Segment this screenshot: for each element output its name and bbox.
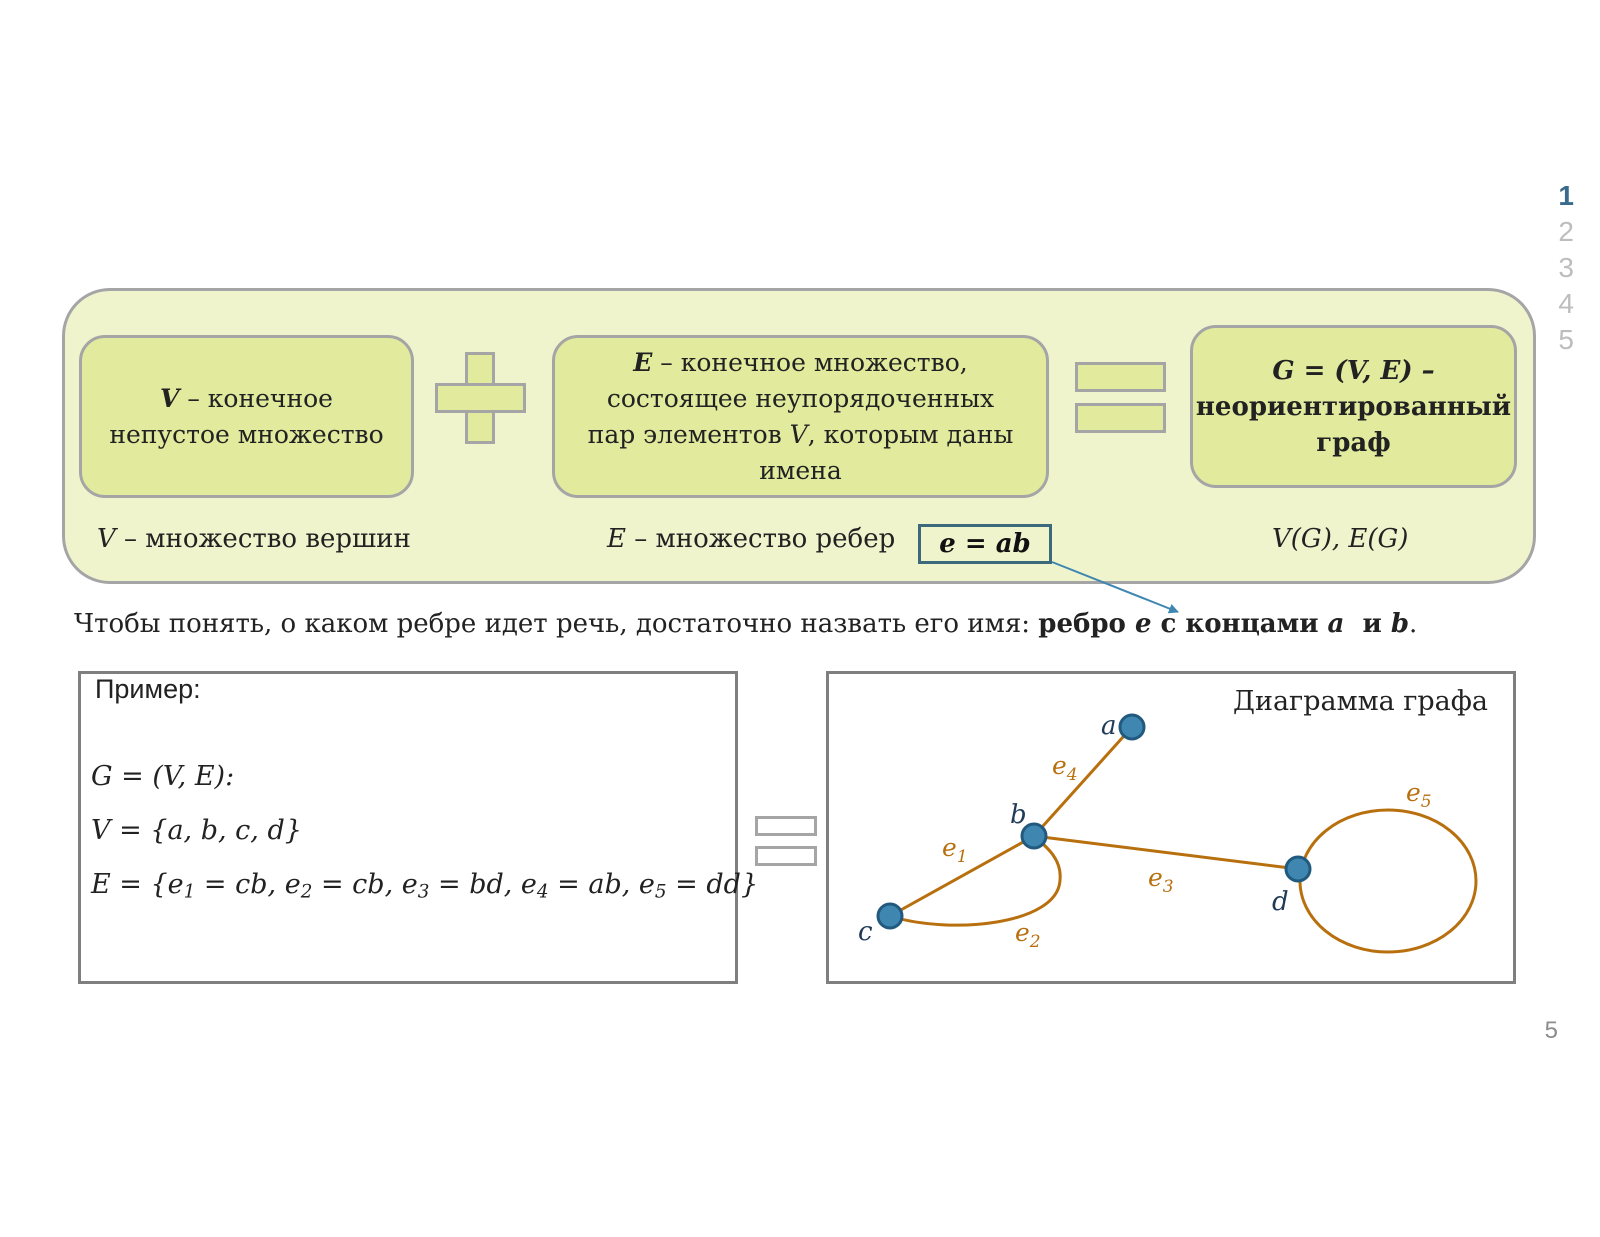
example-title: Пример: [95,674,201,704]
vertex-set-caption: V – множество вершин [97,524,411,554]
edge-label-e5-letter: e [1406,778,1421,807]
edge-label-e1: e1 [942,833,968,867]
equals-icon-lower-bottom-bar [755,846,817,866]
edge-label-e2-letter: e [1015,918,1030,947]
edge-label-e2-sub: 2 [1029,932,1041,952]
diagram-frame [826,671,1516,984]
edge-example-text: e = ab [939,529,1031,559]
vertex-c [876,902,904,930]
diagram-title: Диаграмма графа [1233,686,1489,717]
example-edge-part-3: = cb, e [312,869,418,900]
edge-label-e3-sub: 3 [1163,877,1174,897]
vertex-set-caption-symbol: V [97,524,116,554]
edge-name-sentence-bold-c: и [1344,609,1391,639]
example-frame [78,671,738,984]
slide-nav-item-1[interactable]: 1 [1558,180,1574,211]
page-number: 5 [1544,1017,1558,1044]
edge-e4 [1032,725,1134,838]
example-edge-part-5: = ab, e [548,869,655,900]
edge-set-text-a: – конечное множество, [652,347,968,377]
example-edge-sub-3: 3 [417,881,430,903]
edge-label-e3-letter: e [1148,863,1163,892]
edge-label-e2: e2 [1015,918,1041,952]
edge-name-sentence-bold-b: с концами [1151,609,1328,639]
edge-label-e1-letter: e [942,833,957,862]
example-edge-sub-5: 5 [654,881,667,903]
example-edge-sub-2: 2 [300,881,313,903]
vertex-a [1118,713,1146,741]
edge-set-box: E – конечное множество, состоящее неупор… [552,335,1049,498]
equals-icon-bottom-bar [1075,403,1166,433]
edge-label-e5-sub: 5 [1421,792,1432,812]
edge-label-e5: e5 [1406,778,1432,812]
edge-label-e3: e3 [1148,863,1174,897]
edge-name-sentence-bold-a: ребро [1038,609,1135,639]
equals-icon-top-bar [1075,362,1166,392]
graph-definition-line3: граф [1316,427,1391,458]
edge-name-sentence-text: Чтобы понять, о каком ребре идет речь, д… [74,609,1039,639]
example-edge-part-1: E = {e [91,869,184,900]
vertex-set-box: V – конечное непустое множество [79,335,414,498]
example-edge-part-4: = bd, e [429,869,537,900]
vertex-label-c: c [858,917,873,947]
edge-e3 [1033,834,1299,871]
equals-icon-lower-top-bar [755,816,817,836]
edge-name-sentence-end: . [1409,609,1418,639]
slide-nav-item-3[interactable]: 3 [1558,252,1574,283]
edge-example-box: e = ab [918,524,1052,564]
example-edge-part-6: = dd} [666,869,759,900]
vertex-b [1020,822,1048,850]
vertex-set-text-a: – конечное [179,383,333,413]
example-edge-line: E = {e1 = cb, e2 = cb, e3 = bd, e4 = ab,… [91,869,759,903]
vertex-set-symbol: V [160,383,180,413]
edge-set-caption-text: – множество ребер [625,524,896,554]
edge-set-text-c: пар элементов [587,419,790,449]
example-vertex-line: V = {a, b, c, d} [91,815,302,846]
vertex-label-b: b [1010,800,1027,830]
edge-label-e4: e4 [1052,751,1078,785]
example-edge-sub-1: 1 [183,881,196,903]
edge-label-e4-letter: e [1052,751,1067,780]
vertex-d [1284,855,1312,883]
edge-set-text-b: состоящее неупорядоченных [606,383,995,413]
slide-nav-item-2[interactable]: 2 [1558,216,1574,247]
vertex-label-d: d [1272,887,1289,917]
edge-name-sentence: Чтобы понять, о каком ребре идет речь, д… [74,609,1417,639]
edge-set-symbol-v: V [789,419,808,449]
example-edge-part-2: = cb, e [195,869,301,900]
edge-name-sentence-sym-e: e [1134,609,1152,639]
example-edge-sub-4: 4 [536,881,549,903]
example-graph-line: G = (V, E): [91,761,235,792]
edge-set-text-d: , которым даны [807,419,1014,449]
edge-label-e1-sub: 1 [957,847,968,867]
graph-definition-line2: неориентированный [1195,391,1512,422]
edge-name-sentence-sym-a: a [1327,609,1345,639]
edge-set-text-e: имена [759,455,842,485]
graph-definition-box: G = (V, E) – неориентированный граф [1190,325,1517,488]
slide-nav-item-5[interactable]: 5 [1558,324,1574,355]
edge-e5 [1298,808,1478,954]
graph-definition-line1: G = (V, E) – [1272,355,1435,386]
vertex-label-a: a [1101,711,1117,741]
edge-e1 [889,834,1035,918]
vertex-set-caption-text: – множество вершин [115,524,411,554]
slide-navigator: 1 2 3 4 5 [1544,178,1574,358]
edge-set-symbol: E [633,347,653,377]
edge-label-e4-sub: 4 [1066,765,1078,785]
edge-set-caption: E – множество ребер [607,524,895,554]
vertex-set-text-b: непустое множество [109,419,384,449]
edge-e2 [889,834,1062,927]
edge-set-caption-symbol: E [607,524,626,554]
edge-name-sentence-sym-b: b [1390,609,1410,639]
plus-icon-fill [468,386,492,410]
graph-sets-caption: V(G), E(G) [1272,524,1409,554]
slide-nav-item-4[interactable]: 4 [1558,288,1574,319]
